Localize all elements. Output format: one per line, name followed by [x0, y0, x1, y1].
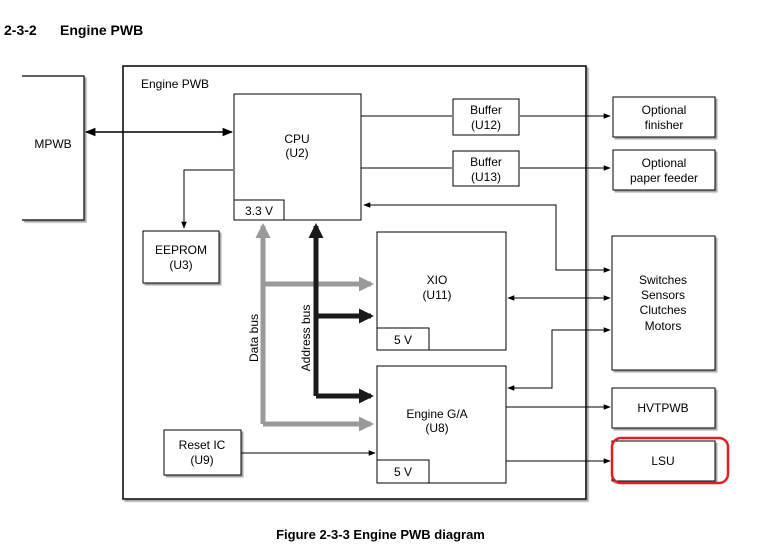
switches-label: Switches — [639, 273, 687, 287]
buffer-u12-id: (U12) — [471, 118, 501, 132]
engine-pwb-label: Engine PWB — [141, 77, 209, 91]
xio-voltage: 5 V — [394, 333, 412, 347]
address-bus — [308, 223, 374, 404]
xio-label: XIO — [427, 273, 448, 287]
lsu-label: LSU — [651, 454, 674, 468]
buffer-u13-id: (U13) — [471, 170, 501, 184]
reset-ic-block: Reset IC (U9) — [163, 429, 242, 476]
engine-ga-label: Engine G/A — [406, 407, 467, 421]
section-heading: 2-3-2 Engine PWB — [4, 22, 143, 38]
reset-ic-label: Reset IC — [179, 438, 226, 452]
data-bus-label: Data bus — [247, 314, 261, 362]
motors-label: Motors — [645, 319, 682, 333]
hvtpwb-label: HVTPWB — [637, 401, 688, 415]
engine-ga-block: Engine G/A (U8) 5 V — [376, 365, 507, 484]
clutches-label: Clutches — [640, 303, 687, 317]
eeprom-label: EEPROM — [155, 243, 207, 257]
cpu-block: CPU (U2) 3.3 V — [233, 93, 362, 221]
cpu-switches-link — [363, 202, 611, 273]
xio-id: (U11) — [422, 288, 451, 302]
engine-ga-id: (U8) — [425, 421, 448, 435]
eeprom-block: EEPROM (U3) — [142, 230, 220, 284]
xio-block: XIO (U11) 5 V — [376, 231, 507, 351]
signal-lines — [84, 113, 611, 464]
cpu-id: (U2) — [285, 146, 308, 160]
eeprom-id: (U3) — [169, 258, 192, 272]
buffer-u13-label: Buffer — [470, 155, 502, 169]
engine-ga-switches-link — [507, 327, 611, 391]
figure-caption: Figure 2-3-3 Engine PWB diagram — [276, 527, 485, 542]
reset-ic-id: (U9) — [190, 453, 213, 467]
optional-finisher-block: Optional finisher — [612, 96, 716, 138]
engine-ga-voltage: 5 V — [394, 465, 412, 479]
lsu-highlight-outline — [610, 436, 730, 485]
optional-paper-feeder-line2: paper feeder — [630, 171, 698, 185]
optional-paper-feeder-line1: Optional — [642, 156, 687, 170]
sensors-label: Sensors — [641, 288, 685, 302]
lsu-block: LSU — [611, 440, 716, 482]
optional-finisher-line2: finisher — [645, 118, 684, 132]
hvtpwb-block: HVTPWB — [611, 387, 716, 429]
optional-finisher-line1: Optional — [642, 103, 687, 117]
cpu-label: CPU — [284, 132, 309, 146]
buffer-u12-label: Buffer — [470, 103, 502, 117]
optional-paper-feeder-block: Optional paper feeder — [612, 149, 716, 191]
cpu-voltage: 3.3 V — [245, 204, 273, 218]
cpu-eeprom-link — [181, 169, 233, 229]
address-bus-label: Address bus — [299, 305, 313, 372]
switches-sensors-block: Switches Sensors Clutches Motors — [611, 235, 716, 371]
buffer-u13-block: Buffer (U13) — [452, 150, 520, 187]
mpwb-block: MPWB — [22, 75, 85, 221]
section-number: 2-3-2 — [4, 22, 37, 38]
buffer-u12-block: Buffer (U12) — [452, 98, 520, 136]
mpwb-label: MPWB — [34, 137, 71, 151]
section-title: Engine PWB — [60, 22, 144, 38]
